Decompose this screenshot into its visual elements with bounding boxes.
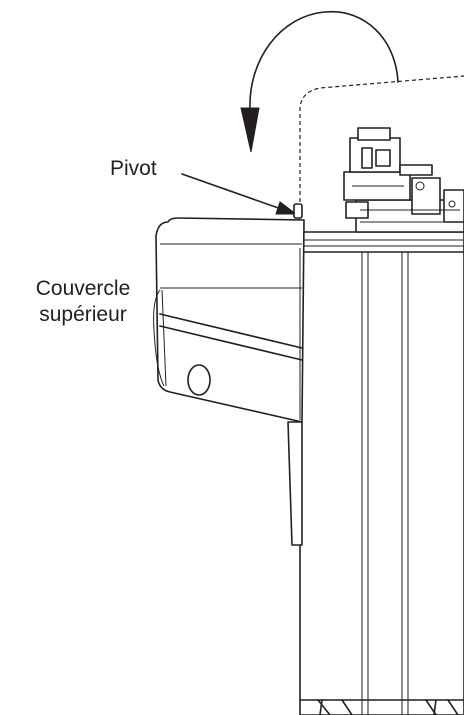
top-cover xyxy=(153,217,305,423)
tank-body xyxy=(299,231,464,715)
cover-side-panel xyxy=(287,421,303,546)
valve-head xyxy=(343,127,464,233)
top-cover-label-line2: supérieur xyxy=(39,303,127,326)
pivot-label: Pivot xyxy=(110,157,157,180)
pivot-arrow xyxy=(181,173,303,219)
rotation-arrow xyxy=(240,10,399,153)
top-cover-label: Couvercle supérieur xyxy=(8,276,158,328)
cover-open-outline xyxy=(299,75,464,230)
top-cover-label-line1: Couvercle xyxy=(35,277,131,300)
